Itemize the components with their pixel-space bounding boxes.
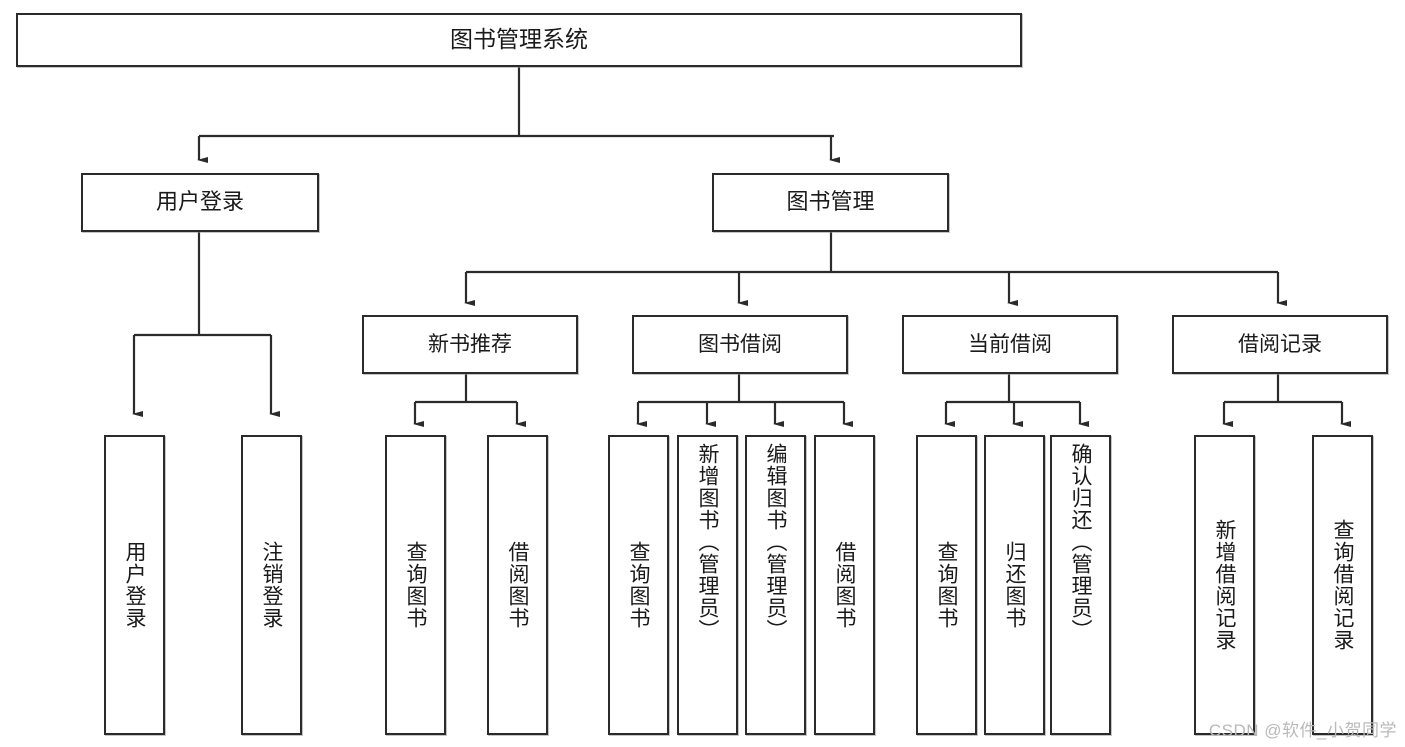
- node-leaf-user-login-label: 用户登录: [123, 541, 146, 629]
- node-leaf-logout[interactable]: 注销登录: [241, 435, 302, 735]
- node-leaf-edit-book-admin[interactable]: 编辑图书（管理员）: [745, 435, 806, 735]
- node-leaf-borrow-book-recommend[interactable]: 借阅图书: [487, 435, 548, 735]
- node-leaf-confirm-return-admin-label: 确认归还（管理员）: [1069, 443, 1092, 641]
- node-current-borrow[interactable]: 当前借阅: [902, 315, 1118, 374]
- node-user-login-label: 用户登录: [155, 189, 244, 215]
- node-leaf-query-borrow-record[interactable]: 查询借阅记录: [1312, 435, 1373, 735]
- node-root-label: 图书管理系统: [450, 26, 588, 53]
- node-leaf-query-book-recommend-label: 查询图书: [404, 541, 427, 629]
- node-leaf-return-book-label: 归还图书: [1003, 541, 1026, 629]
- node-leaf-query-book-current-label: 查询图书: [935, 541, 958, 629]
- node-borrow-record[interactable]: 借阅记录: [1172, 315, 1388, 374]
- node-leaf-borrow-book-recommend-label: 借阅图书: [506, 541, 529, 629]
- node-leaf-query-book-recommend[interactable]: 查询图书: [385, 435, 446, 735]
- node-leaf-query-book-current[interactable]: 查询图书: [916, 435, 977, 735]
- node-current-borrow-label: 当前借阅: [968, 332, 1052, 356]
- node-book-borrow[interactable]: 图书借阅: [632, 315, 848, 374]
- node-leaf-user-login[interactable]: 用户登录: [104, 435, 165, 735]
- node-book-management-label: 图书管理: [786, 189, 875, 215]
- node-new-book-recommend-label: 新书推荐: [428, 332, 512, 356]
- node-leaf-return-book[interactable]: 归还图书: [984, 435, 1045, 735]
- node-leaf-query-borrow-record-label: 查询借阅记录: [1331, 519, 1354, 651]
- node-root-system[interactable]: 图书管理系统: [16, 13, 1022, 67]
- node-borrow-record-label: 借阅记录: [1238, 332, 1322, 356]
- node-leaf-logout-label: 注销登录: [260, 541, 283, 629]
- node-leaf-edit-book-admin-label: 编辑图书（管理员）: [764, 443, 787, 641]
- node-leaf-add-borrow-record[interactable]: 新增借阅记录: [1194, 435, 1255, 735]
- node-leaf-query-book-borrow[interactable]: 查询图书: [608, 435, 669, 735]
- node-leaf-borrow-book-label: 借阅图书: [833, 541, 856, 629]
- node-leaf-borrow-book[interactable]: 借阅图书: [814, 435, 875, 735]
- node-user-login[interactable]: 用户登录: [81, 173, 319, 232]
- node-leaf-add-book-admin-label: 新增图书（管理员）: [696, 443, 719, 641]
- node-leaf-add-borrow-record-label: 新增借阅记录: [1213, 519, 1236, 651]
- node-leaf-query-book-borrow-label: 查询图书: [627, 541, 650, 629]
- node-new-book-recommend[interactable]: 新书推荐: [362, 315, 578, 374]
- node-book-management[interactable]: 图书管理: [712, 173, 949, 232]
- node-leaf-confirm-return-admin[interactable]: 确认归还（管理员）: [1050, 435, 1111, 735]
- node-leaf-add-book-admin[interactable]: 新增图书（管理员）: [677, 435, 738, 735]
- node-book-borrow-label: 图书借阅: [698, 332, 782, 356]
